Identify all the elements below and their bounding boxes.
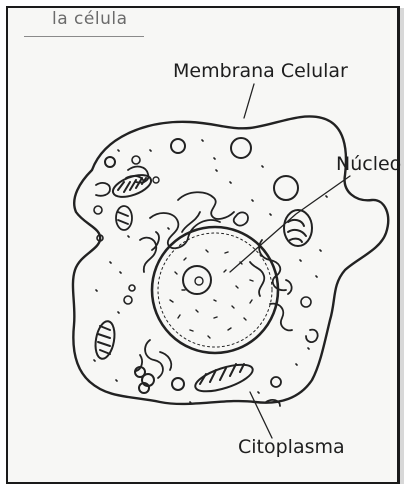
vacuole-right-large xyxy=(274,176,298,200)
mitochondrion-bottom xyxy=(192,359,255,397)
nucleus-label: Núcleo xyxy=(336,153,401,175)
mitochondrion-small xyxy=(116,206,132,230)
cytoplasm-leader-line xyxy=(250,392,272,438)
vacuole-1 xyxy=(105,157,115,167)
vacuole-top-large xyxy=(231,138,251,158)
vacuole-12 xyxy=(124,296,132,304)
endoplasmic-reticulum-left xyxy=(140,213,220,272)
vacuole-7 xyxy=(172,378,184,390)
mitochondrion-right xyxy=(284,210,312,246)
vacuole-13 xyxy=(153,177,159,183)
vesicle-shape xyxy=(234,212,248,225)
ribosome-dots xyxy=(94,140,327,403)
membrane-leader-line xyxy=(244,84,254,118)
vacuole-9 xyxy=(301,297,311,307)
membrane-label: Membrana Celular xyxy=(173,60,348,82)
endoplasmic-reticulum-bottom xyxy=(136,340,171,378)
vesicle-shape-2 xyxy=(306,330,318,342)
mitochondrion-left xyxy=(93,320,117,361)
nucleolus-spot xyxy=(195,277,203,285)
vacuole-2 xyxy=(132,156,140,164)
vacuole-3 xyxy=(94,206,102,214)
vacuole-top-small xyxy=(171,139,185,153)
endoplasmic-reticulum-top xyxy=(178,192,234,232)
nucleus-leader-line xyxy=(230,176,350,272)
cytoplasm-label: Citoplasma xyxy=(238,436,345,458)
nucleolus xyxy=(183,266,211,294)
vacuole-11 xyxy=(129,285,135,291)
vacuole-8 xyxy=(271,377,281,387)
